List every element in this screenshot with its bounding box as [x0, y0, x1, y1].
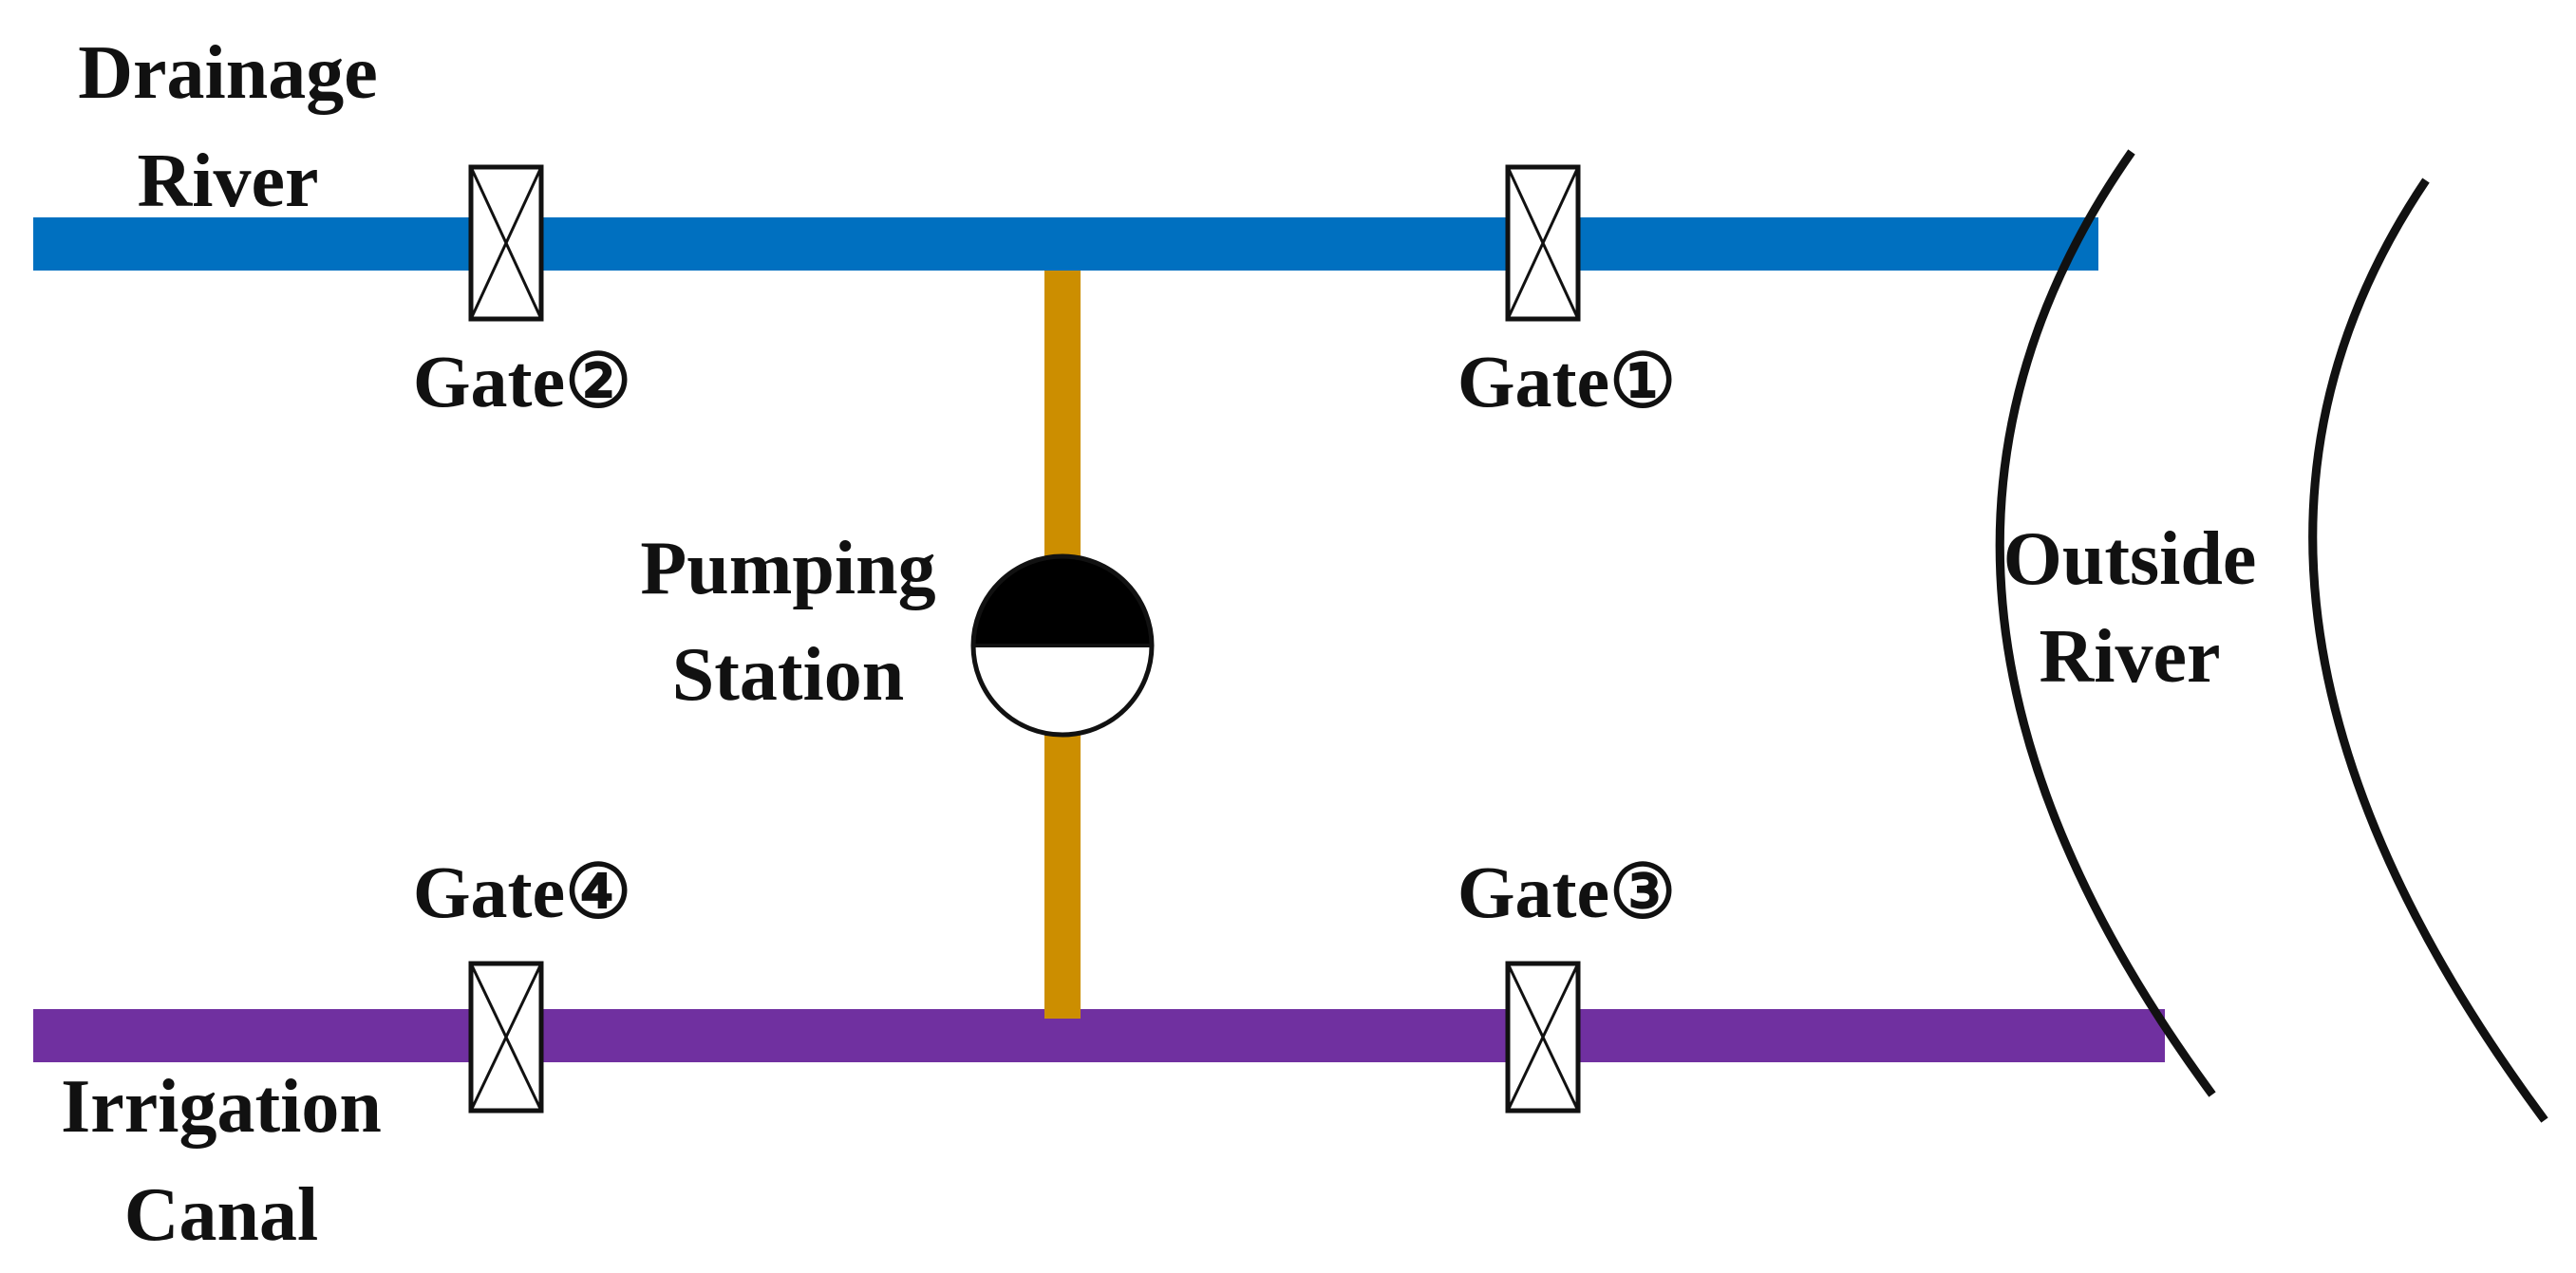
drainage-river-label-line1: Drainage [78, 31, 378, 115]
pumping-station-label-line2: Station [672, 633, 905, 717]
gate-3-label: Gate③ [1457, 851, 1676, 933]
irrigation-canal-label-line1: Irrigation [61, 1065, 382, 1149]
irrigation-canal-channel [33, 1009, 2165, 1062]
gate-3-symbol [1505, 961, 1581, 1114]
gate-2-symbol [468, 164, 544, 322]
pumping-station-label-line1: Pumping [640, 527, 935, 610]
gate-2-label: Gate② [413, 340, 631, 422]
gate-1-label: Gate① [1457, 340, 1676, 422]
outside-river-bank-right [2308, 178, 2548, 1123]
gate-4-symbol [468, 961, 544, 1114]
drainage-river-channel [33, 217, 2098, 271]
gate-1-symbol [1505, 164, 1581, 322]
pump-pipe-upper [1044, 271, 1081, 560]
pumping-station-symbol [970, 553, 1155, 738]
pump-pipe-lower [1044, 731, 1081, 1019]
irrigation-canal-label-line2: Canal [124, 1173, 319, 1257]
pump-top-half [973, 556, 1152, 646]
pump-bottom-half [973, 646, 1152, 735]
outside-river-label-line1: Outside [2003, 517, 2257, 601]
outside-river-bank-left [1995, 149, 2216, 1097]
gate-4-label: Gate④ [413, 851, 631, 933]
drainage-river-label-line2: River [137, 140, 318, 223]
outside-river-label-line2: River [2039, 615, 2220, 699]
